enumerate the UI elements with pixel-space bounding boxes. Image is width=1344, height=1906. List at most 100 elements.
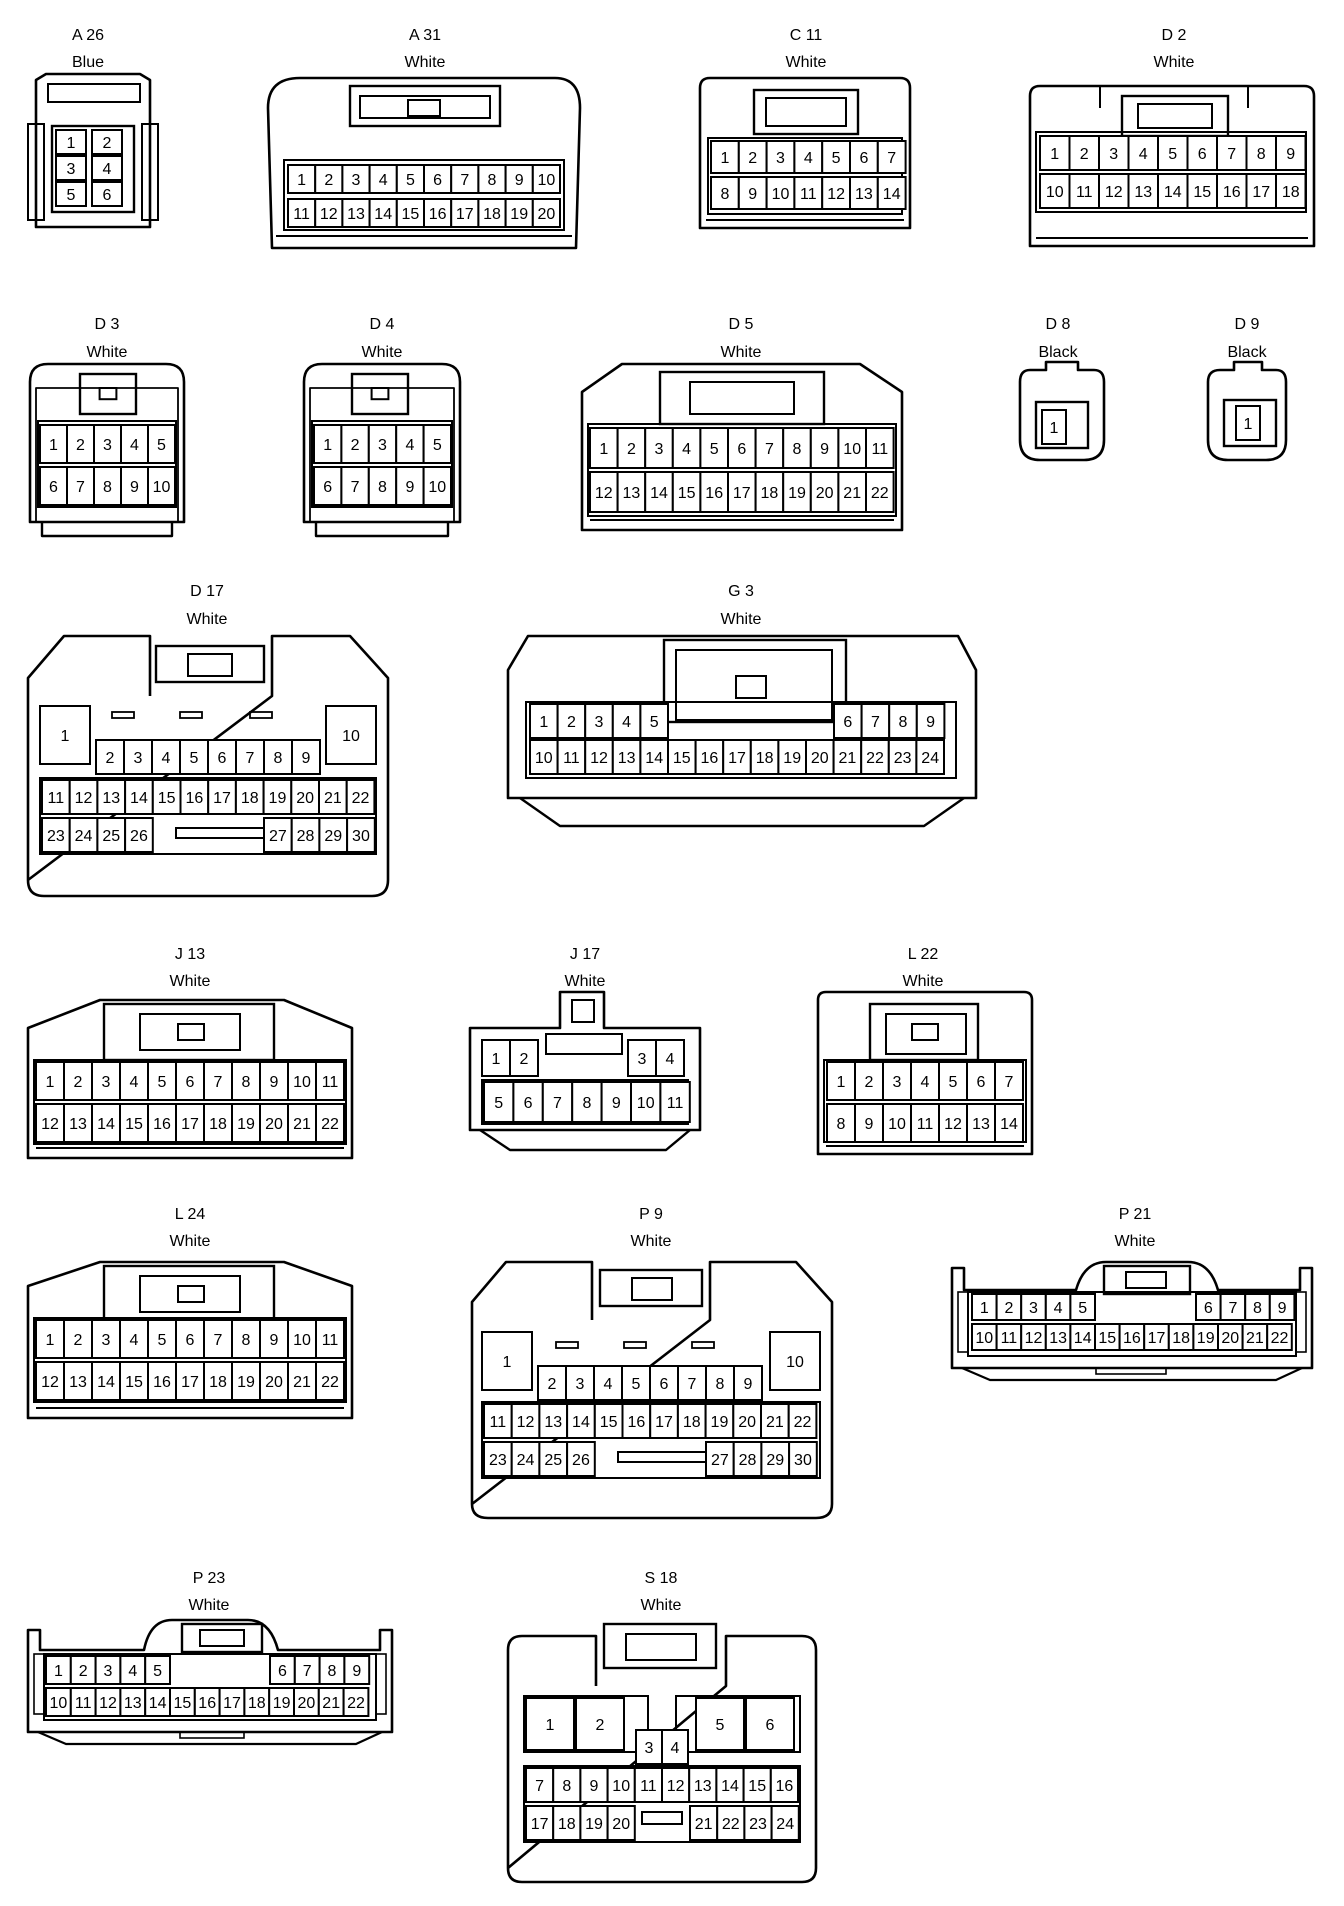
pin-cell: 4 [910,1061,940,1101]
pin-cell: 3 [93,424,122,464]
pin-cell: 19 [231,1103,261,1143]
pin-number: 22 [794,1414,812,1431]
pin-number: 2 [79,1663,88,1680]
pin-cell: 4 [151,739,181,775]
pin-cell: 19 [1192,1323,1220,1351]
pin-cell: 5 [422,424,453,464]
pin-cell: 10 [1039,173,1071,209]
pin-number: 19 [273,1695,291,1712]
pin-cell: 16 [621,1403,652,1439]
pin-cell: 10 [287,1319,317,1359]
pin-cell: 15 [151,779,182,815]
pin-cell: 13 [341,198,371,228]
pin-cell: 14 [124,779,154,815]
pin-number: 12 [944,1116,962,1133]
pin-cell: 19 [704,1403,735,1439]
pin-number: 21 [1246,1330,1264,1347]
pin-number: 14 [1074,1330,1092,1347]
pin-number: 6 [737,441,746,458]
pin-number: 14 [1000,1116,1018,1133]
pin-number: 14 [130,790,148,807]
pin-cell: 8 [93,466,122,506]
pin-number: 6 [278,1663,287,1680]
pin-cell: 1 [1235,405,1261,441]
pin-cell: 2 [340,424,370,464]
pin-cell: 1 [481,1039,511,1077]
pin-cell: 4 [661,1729,689,1765]
pin-cell: 3 [55,155,87,181]
pin-number: 12 [75,790,93,807]
pin-number: 1 [323,437,332,454]
pin-number: 9 [865,1116,874,1133]
pin-number: 19 [269,790,287,807]
pin-cell: 10 [971,1323,998,1351]
pin-cell: 11 [633,1767,663,1803]
pin-cell: 14 [715,1767,745,1803]
pin-number: 8 [274,750,283,767]
pin-cell: 11 [1068,173,1100,209]
pin-number: 30 [794,1452,812,1469]
pin-cell: 10 [765,176,796,210]
pin-number: 13 [623,485,641,502]
pin-cell: 19 [782,471,812,513]
pin-cell: 19 [268,1687,296,1717]
connector-id: J 17 [570,946,600,963]
pin-number: 13 [69,1116,87,1133]
pin-number: 9 [130,479,139,496]
pin-cell: 14 [91,1103,121,1143]
pin-cell: 2 [556,703,587,739]
pin-cell: 7 [677,1365,707,1401]
pin-cell: 6 [649,1365,679,1401]
pin-cell: 5 [639,703,670,739]
pin-number: 10 [975,1330,993,1347]
pin-cell: 2 [91,129,123,155]
connector-id: D 5 [729,316,754,333]
pin-number: 18 [209,1374,227,1391]
pin-number: 18 [248,1695,266,1712]
pin-cell: 15 [1186,173,1218,209]
pin-number: 14 [97,1116,115,1133]
pin-cell: 29 [318,817,349,853]
pin-cell: 10 [606,1767,636,1803]
pin-cell: 7 [525,1767,555,1803]
pin-number: 20 [816,485,834,502]
connector-color: White [786,54,827,71]
connector-color: White [565,973,606,990]
pin-number: 3 [67,161,76,178]
pin-cell: 10 [147,466,176,506]
pin-number: 9 [270,1074,279,1091]
pin-cell: 11 [659,1081,691,1123]
connector-id: L 22 [908,946,939,963]
pin-number: 11 [640,1778,657,1795]
pin-cell: 6 [833,703,863,739]
connector-color: White [1154,54,1195,71]
pin-cell: 14 [1157,173,1189,209]
pin-cell: 8 [710,176,740,210]
pin-number: 11 [48,790,65,807]
pin-number: 7 [688,1376,697,1393]
pin-cell: 1 [39,705,91,765]
pin-cell: 6 [269,1655,296,1685]
pin-number: 8 [242,1332,251,1349]
connector-color: White [187,611,228,628]
pin-number: 9 [744,1376,753,1393]
pin-cell: 17 [649,1403,679,1439]
pin-cell: 14 [994,1103,1024,1143]
pin-number: 8 [103,479,112,496]
pin-cell: 2 [737,140,768,174]
pin-number: 8 [720,186,729,203]
pin-cell: 15 [671,471,702,513]
pin-number: 2 [627,441,636,458]
pin-cell: 7 [876,140,907,174]
pin-cell: 1 [1041,409,1067,445]
pin-cell: 8 [826,1103,856,1143]
pin-number: 5 [190,750,199,767]
